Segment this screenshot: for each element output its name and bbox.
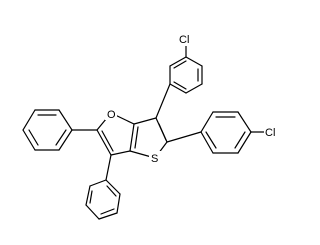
inner-double-bond — [106, 185, 117, 197]
bond — [116, 193, 121, 214]
substituent-bond — [166, 131, 202, 143]
chlorine-right-atom-label: Cl — [265, 127, 275, 139]
bond — [129, 123, 135, 152]
oxygen-label-mask — [105, 106, 117, 120]
bond — [105, 179, 121, 195]
bond — [89, 179, 107, 187]
bond — [22, 129, 36, 151]
chlorine-top-atom-label: Cl — [179, 34, 189, 46]
bond — [58, 129, 73, 151]
chlorophenyl-top-ring — [169, 43, 203, 94]
bond — [200, 131, 214, 154]
bond — [98, 212, 118, 220]
bond — [237, 111, 252, 133]
molecule-diagram: O S Cl Cl — [22, 32, 282, 220]
bond — [169, 83, 187, 94]
inner-double-bond — [234, 131, 246, 149]
oxygen-atom-label: O — [107, 109, 116, 121]
bond — [110, 150, 131, 156]
bond — [58, 109, 73, 131]
phenyl-left-ring — [22, 109, 73, 151]
sulfur-label-mask — [149, 151, 161, 165]
inner-double-bond — [173, 81, 187, 90]
chlorine-top-label-mask — [178, 32, 196, 46]
sulfur-atom-label: S — [151, 153, 158, 165]
substituent-bond — [105, 154, 112, 181]
inner-double-bond — [173, 60, 187, 69]
thiophene-ring — [129, 83, 202, 159]
bond — [133, 117, 157, 125]
bond — [185, 83, 203, 94]
bond — [200, 111, 214, 133]
bond — [169, 56, 187, 67]
furan-ring — [71, 112, 135, 181]
inner-double-bond — [101, 130, 114, 152]
inner-double-bond — [28, 129, 39, 146]
bond — [22, 109, 36, 131]
inner-double-bond — [134, 126, 139, 149]
bond — [237, 131, 252, 154]
phenyl-bottom-ring — [85, 179, 121, 220]
bond — [185, 56, 203, 67]
inner-double-bond — [89, 190, 93, 204]
substituent-bond — [155, 83, 171, 119]
bond — [85, 204, 100, 220]
structure-canvas: O S Cl Cl — [22, 32, 282, 220]
inner-double-bond — [158, 123, 167, 141]
chlorine-right-label-mask — [264, 125, 282, 139]
inner-double-bond — [205, 131, 217, 149]
inner-double-bond — [100, 208, 115, 215]
inner-double-bond — [55, 129, 67, 146]
chlorophenyl-right-ring — [200, 111, 265, 154]
bond — [85, 185, 91, 206]
bond — [96, 129, 112, 156]
